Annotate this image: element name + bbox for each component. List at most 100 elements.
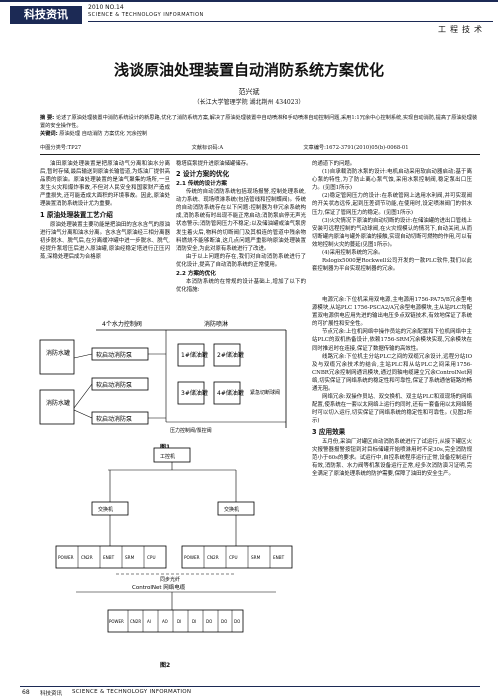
network-redundancy: 网络冗余:双操作员站、双交换机、双主站PLC和双现场的网络配置,使系统在一套以太… (312, 394, 472, 425)
article-title: 浅谈原油处理装置自动消防系统方案优化 (113, 61, 384, 79)
line-redundancy: 线路冗余:下位机主分站PLC之间的双缆冗余设计,远程分站IO及与双缆冗余技术的结… (312, 353, 472, 393)
fig2-rack-left-slot-2: CN2R (81, 555, 93, 560)
fig2-rack-left-slot-1: POWER (58, 555, 74, 560)
fig1-oil-tank-1-label: 1#储油罐 (181, 351, 208, 359)
column-1: 油田原油处理装置是把原油动气分离和油水分离后,暂时存储,最后输送到原油长输管道,… (40, 160, 170, 261)
magazine-english-name: SCIENCE & TECHNOLOGY INFORMATION (88, 12, 204, 18)
magazine-logo: 科技资讯 (10, 6, 82, 24)
col2-continuation: 稳塔底泵提升进原油储罐储存。 (176, 161, 252, 167)
fig1-oil-tank-4-label: 4#储油罐 (217, 389, 244, 397)
footer-magazine-english: SCIENCE & TECHNOLOGY INFORMATION (72, 689, 192, 695)
abstract-rule (40, 154, 480, 155)
fig2-io-slot-5: DI (177, 619, 181, 624)
fig1-tank-1 (39, 339, 75, 375)
fig1-tank-1-label: 消防水罐 (46, 349, 70, 357)
keywords-text: 原油处理 自动消防 方案优化 冗余控制 (59, 131, 148, 137)
measure-2: (2)稳定管网压力的设计:在系统管网上选用水利阀,并可实现阀的开关状态远传,起到… (312, 193, 472, 216)
section-name: 工程技术 (438, 25, 486, 34)
fig1-link-3 (73, 409, 93, 419)
fig2-rack-left-slot-4: SRM (125, 555, 135, 560)
fig2-rack-right-slot-1: POWER (184, 555, 200, 560)
article-number: 文章编号:1672-3791(2010)05(b)-0068-01 (303, 145, 409, 151)
article-meta: 中图分类号:TP27 文献标识码:A 文章编号:1672-3791(2010)0… (40, 144, 480, 152)
fig1-oil-tank-2 (213, 343, 241, 367)
intro-paragraph: 油田原油处理装置是把原油动气分离和油水分离后,暂时存储,最后输送到原油长输管道,… (40, 161, 170, 208)
issue-number: 2010 NO.14 (88, 4, 124, 11)
clc-number: 中图分类号:TP27 (40, 145, 82, 151)
figure-2-diagram: 工控机 交换机 交换机 POWER CN2R ENBT SRM CPU POWE… (55, 447, 293, 633)
fig2-io-slot-7: DO (206, 619, 212, 624)
fig2-sync-label: 同步光纤 (160, 576, 180, 583)
section-1-paragraph: 原油处理装置主要功能是把油田的含水含气的原油进行油气分离和油水分离。含水含气原油… (40, 221, 170, 260)
section-2-1-paragraph-b: 由于以上问题的存在,我们对自动消防系统进行了优化设计,提高了自动消防系统的正常使… (176, 253, 306, 268)
fig1-starter-2-label: 软启动消防泵 (96, 381, 132, 389)
column-3-top: 的通道下的问题。 (1)自承载消防水泵的设计:电机启动采用软启动器启动;基于离心… (312, 160, 472, 273)
col3-continuation: 的通道下的问题。 (312, 161, 356, 167)
figure-2-caption: 图2 (160, 662, 171, 669)
measure-3: (3)火灾情况下原油的自动切断的设计:在储油罐的进出口管线上安装可远程控制的气动… (312, 217, 472, 248)
section-3-heading: 3 应用效果 (312, 427, 346, 436)
page-footer: 68 科技资讯 SCIENCE & TECHNOLOGY INFORMATION (0, 686, 498, 699)
fig1-emergency-valve-label: 紧急切断球阀 (250, 389, 280, 396)
fig1-tank-2 (39, 389, 75, 425)
measure-1: (1)自承载消防水泵的设计:电机启动采用软启动器启动;基于离心泵的特性,为了防止… (312, 169, 472, 192)
fig1-starter-3-label: 软启动消防泵 (96, 415, 132, 423)
fig1-oil-tank-2-label: 2#储油罐 (217, 351, 244, 359)
figure-1-diagram: 4个水力控制阀 消防喷淋 消防水罐 消防水罐 软启动消防泵 软启动消防泵 软启动… (39, 320, 287, 434)
footer-magazine: 科技资讯 (40, 691, 63, 697)
fig2-rack-left-slot-3: ENBT (103, 555, 115, 560)
fig2-workstation-label: 工控机 (160, 453, 175, 460)
fig1-sprinkler-label: 消防喷淋 (204, 320, 228, 328)
fig2-switch-left-label: 交换机 (98, 506, 113, 513)
fig1-oil-tank-4 (213, 381, 241, 405)
doc-code: 文献标识码:A (191, 145, 224, 151)
column-3-bottom: 电源冗余:下位机采用双电源,主电源用1756-PA75/B冗余型电源模块,从站P… (312, 296, 472, 478)
fig2-rack-right-slot-2: CN2R (207, 555, 219, 560)
figure-1-caption: 图1 (160, 444, 171, 451)
author-affiliation: （长江大学管理学院 湖北荆州 434023） (193, 99, 305, 106)
node-redundancy: 节点冗余:上位机网络中操作员站的冗余配置和下位机网络中主站PLC的双机热备设计,… (312, 329, 472, 352)
keywords-label: 关键词: (40, 131, 58, 137)
fig1-link-2 (73, 383, 93, 409)
fig2-io-slot-8: DO (221, 619, 227, 624)
header-rule (88, 21, 493, 22)
header-band (0, 0, 498, 2)
abstract-label: 摘 要: (40, 115, 55, 121)
page-header: 科技资讯 2010 NO.14 SCIENCE & TECHNOLOGY INF… (0, 0, 498, 40)
fig2-rack-right: POWER CN2R CPU SRM ENBT (181, 545, 293, 569)
fig1-oil-tank-1 (177, 343, 205, 367)
rslogix-paragraph: Rslogix5000是Rockwell公司开发的一款PLC软件,我们以此套控制… (312, 258, 472, 273)
fig1-link-1 (73, 353, 93, 359)
fig2-rack-right-slot-4: SRM (251, 555, 261, 560)
abstract-text: 论述了原油处理装置中消防系统设计的新思路,优化了消防系统方案,解决了原油处理装置… (40, 115, 478, 129)
fig2-controlnet-label: ControlNet 网络电缆 (132, 583, 186, 591)
fig1-oil-tank-3-label: 3#储油罐 (181, 389, 208, 397)
footer-rule (20, 686, 480, 687)
fig2-io-slot-1: POWER (109, 619, 124, 624)
power-redundancy: 电源冗余:下位机采用双电源,主电源用1756-PA75/B冗余型电源模块,从站P… (312, 297, 472, 328)
fig1-starter-1-label: 软启动消防泵 (96, 351, 132, 359)
measure-4: (4)采用控制系统的冗余。 (322, 250, 384, 257)
fig2-rack-left: POWER CN2R ENBT SRM CPU (55, 545, 167, 569)
fig1-oil-tank-3 (177, 381, 205, 405)
fig2-rack-right-slot-3: CPU (229, 555, 238, 560)
section-1-heading: 1 原油处理装置工艺介绍 (40, 210, 113, 219)
abstract: 摘 要: 论述了原油处理装置中消防系统设计的新思路,优化了消防系统方案,解决了原… (40, 114, 480, 138)
section-2-2-heading: 2.2 方案的优化 (176, 271, 216, 278)
article-author: 范兴斌 (238, 88, 260, 96)
fig2-io-slot-6: DI (192, 619, 196, 624)
fig2-io-slot-2: CN2R (130, 619, 141, 624)
column-2: 稳塔底泵提升进原油储罐储存。 2 设计方案的优化 2.1 传统的设计方案 传统的… (176, 160, 306, 294)
fig2-io-rack: POWER CN2R AI AO DI DI DO DO DO (107, 609, 244, 633)
fig2-rack-right-slot-5: ENBT (273, 555, 285, 560)
section-2-1-heading: 2.1 传统的设计方案 (176, 181, 228, 188)
fig2-io-slot-4: AO (162, 619, 168, 624)
page-number: 68 (22, 689, 30, 696)
fig2-switch-right-label: 交换机 (224, 506, 239, 513)
fig1-bottom-note: 压力控制阀/泵控阀 (170, 427, 212, 434)
fig2-rack-left-slot-5: CPU (147, 555, 156, 560)
section-3-paragraph: 五月份,采油厂对罐区自动消防系统进行了试运行,从接下罐区火灾报警器报警按钮到对目… (312, 438, 472, 477)
section-2-1-paragraph: 传统的自动消防系统包括现场报警,控制处理系统,动力系统、现场喷淋系统(包括管线和… (176, 189, 306, 252)
section-2-heading: 2 设计方案的优化 (176, 170, 230, 179)
fig2-io-slot-9: DO (234, 619, 240, 624)
